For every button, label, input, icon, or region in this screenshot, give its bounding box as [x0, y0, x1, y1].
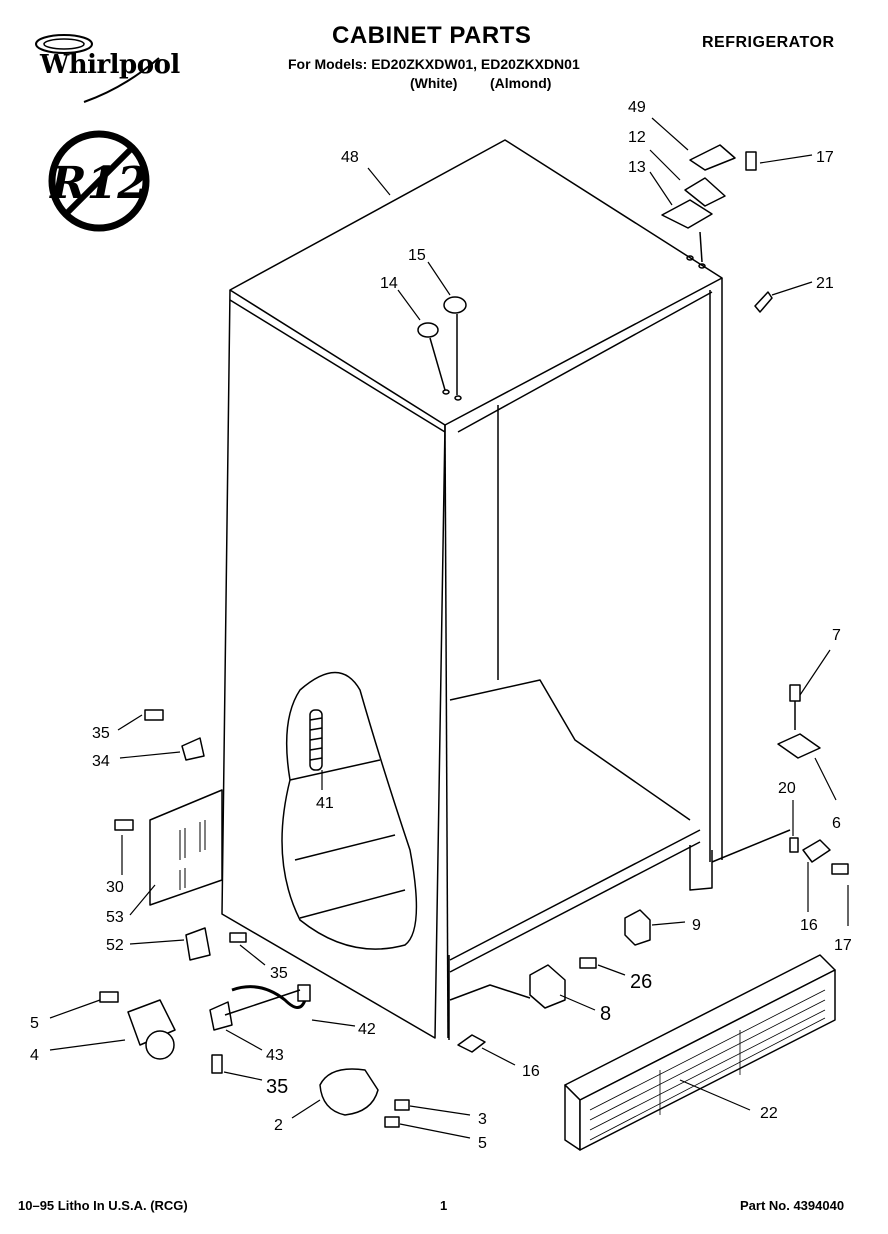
callout-3: 3: [478, 1111, 487, 1128]
callout-49: 49: [628, 99, 646, 116]
misc-bottom-parts: [449, 909, 651, 1053]
variant-white: (White): [410, 75, 458, 91]
variant-almond: (Almond): [490, 75, 552, 91]
callout-9: 9: [692, 917, 701, 934]
drain-spring-41: [309, 709, 323, 771]
callout-6: 6: [832, 815, 841, 832]
no-r12-badge: R12: [46, 128, 152, 234]
brand-name: Whirlpool: [40, 50, 180, 80]
bottom-hinge-2: [319, 1068, 410, 1128]
bottom-right-hinge: [711, 684, 849, 875]
callout-7: 7: [832, 627, 841, 644]
callout-5-left: 5: [30, 1015, 39, 1032]
whirlpool-logo: Whirlpool: [14, 28, 184, 108]
callout-35-bottom: 35: [266, 1076, 288, 1098]
roller-and-drain-tube: [99, 984, 311, 1074]
callout-34: 34: [92, 753, 110, 770]
callout-26: 26: [630, 971, 652, 993]
callout-35-mid: 35: [270, 965, 288, 982]
callout-48: 48: [341, 149, 359, 166]
category-label: REFRIGERATOR: [702, 34, 835, 51]
callout-17-top: 17: [816, 149, 834, 166]
callout-13: 13: [628, 159, 646, 176]
callout-4: 4: [30, 1047, 39, 1064]
prohibition-icon: R12: [48, 130, 150, 232]
callout-14: 14: [380, 275, 398, 292]
callout-42: 42: [358, 1021, 376, 1038]
part-number: Part No. 4394040: [740, 1198, 845, 1213]
cabinet-shell: [221, 139, 723, 1040]
callout-53: 53: [106, 909, 124, 926]
callout-30: 30: [106, 879, 124, 896]
callout-20: 20: [778, 780, 796, 797]
page-number: 1: [440, 1198, 448, 1213]
callout-16-right: 16: [800, 917, 818, 934]
top-plugs: [417, 296, 467, 401]
callout-35-left: 35: [92, 725, 110, 742]
callout-43: 43: [266, 1047, 284, 1064]
callout-52: 52: [106, 937, 124, 954]
callout-16-bottom: 16: [522, 1063, 540, 1080]
toe-grille-22: [564, 954, 836, 1151]
callout-2: 2: [274, 1117, 283, 1134]
top-hinge-assembly: [661, 144, 773, 313]
print-info: 10–95 Litho In U.S.A. (RCG): [18, 1198, 188, 1213]
callout-21: 21: [816, 275, 834, 292]
leader-lines: [49, 117, 849, 1139]
left-bracket-parts: [114, 709, 247, 961]
callout-8: 8: [600, 1003, 611, 1025]
logo-swoosh-icon: [35, 34, 160, 103]
callout-17-bottom: 17: [834, 937, 852, 954]
callout-5-bottom: 5: [478, 1135, 487, 1152]
callout-22: 22: [760, 1105, 778, 1122]
page-title: CABINET PARTS: [332, 22, 532, 49]
callout-41: 41: [316, 795, 334, 812]
callout-12: 12: [628, 129, 646, 146]
models-line: For Models: ED20ZKXDW01, ED20ZKXDN01: [288, 56, 580, 72]
callout-15: 15: [408, 247, 426, 264]
